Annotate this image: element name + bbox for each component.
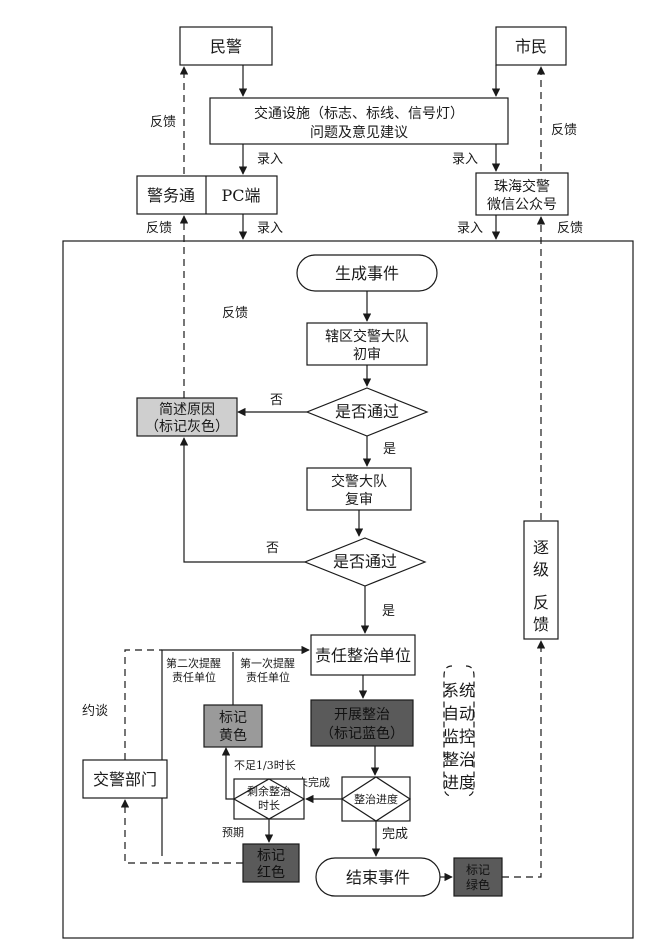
district-review-node: 辖区交警大队 初审 (306, 322, 428, 366)
remaining-label-line2: 时长 (258, 799, 280, 812)
pass-check-2-label: 是否通过 (333, 552, 397, 571)
yellow-mark-node: 标记 黄色 (203, 704, 263, 748)
label-remind1-line2: 责任单位 (246, 670, 290, 684)
reason-label-line2: （标记灰色） (145, 418, 229, 435)
progress-node: 整治进度 (340, 776, 412, 822)
wechat-label-line2: 微信公众号 (487, 197, 557, 213)
pass-check-2-node: 是否通过 (303, 537, 427, 587)
brigade-label-line1: 交警大队 (331, 473, 387, 490)
citizen-box: 市民 (495, 26, 567, 66)
auto-monitor-line2: 自动 (443, 704, 475, 723)
label-no-2: 否 (266, 541, 279, 556)
end-event-node: 结束事件 (315, 857, 441, 897)
responsible-unit-label: 责任整治单位 (315, 646, 411, 665)
traffic-dept-label: 交警部门 (93, 770, 157, 789)
green-to-feedback-dashed-line (502, 640, 546, 878)
progress-label: 整治进度 (354, 792, 398, 806)
label-entry-2: 录入 (452, 152, 478, 167)
label-less-third: 不足1/3时长 (234, 759, 296, 772)
green-label-line2: 绿色 (466, 877, 490, 892)
generate-event-label: 生成事件 (335, 264, 399, 283)
facility-issue-box: 交通设施（标志、标线、信号灯） 问题及意见建议 (209, 97, 509, 145)
feedback-vertical-2a: 反馈 (533, 593, 549, 634)
red-mark-node: 标记 红色 (242, 843, 300, 883)
generate-event-node: 生成事件 (296, 254, 438, 292)
jingwutong-label: 警务通 (147, 186, 195, 205)
label-yes-2: 是 (382, 604, 395, 619)
label-interview: 约谈 (82, 704, 108, 719)
label-entry-3: 录入 (257, 221, 283, 236)
label-entry-1: 录入 (257, 152, 283, 167)
label-overdue: 预期 (222, 826, 244, 839)
pc-label: PC端 (221, 186, 260, 205)
red-label-line2: 红色 (257, 864, 285, 881)
police-label: 民警 (210, 37, 242, 56)
label-feedback-5: 反馈 (222, 306, 248, 321)
label-done: 完成 (382, 827, 408, 842)
rectify-label-line2: （标记蓝色） (320, 725, 404, 742)
label-remind1-line1: 第一次提醒 (240, 656, 295, 670)
auto-monitor-line3: 监控 (443, 727, 475, 746)
label-feedback-1: 反馈 (150, 115, 176, 130)
auto-monitor-line5: 进度 (443, 773, 475, 792)
facility-label-line1: 交通设施（标志、标线、信号灯） (254, 105, 464, 122)
arrow-check2-no (179, 437, 305, 563)
label-feedback-4: 反馈 (557, 221, 583, 236)
jingwutong-pc-box: 警务通 PC端 (136, 175, 278, 215)
arrow-remaining-to-yellow (221, 747, 234, 800)
remaining-time-node: 剩余整治 时长 (232, 778, 306, 820)
reason-node: 简述原因 （标记灰色） (136, 397, 238, 437)
red-to-traffic-dashed-line (120, 799, 243, 864)
label-remind2-line2: 责任单位 (172, 670, 216, 684)
auto-monitor-line1: 系统 (443, 681, 475, 700)
label-no-1: 否 (270, 393, 283, 408)
interview-dashed-line (124, 649, 162, 760)
rectify-node: 开展整治 （标记蓝色） (310, 699, 414, 747)
brigade-label-line2: 复审 (345, 491, 373, 508)
red-label-line1: 标记 (257, 848, 285, 864)
label-yes-1: 是 (383, 442, 396, 457)
label-unfinished: 未完成 (297, 775, 330, 789)
reason-label-line1: 简述原因 (159, 401, 215, 418)
yellow-label-line2: 黄色 (219, 727, 247, 744)
brigade-review-node: 交警大队 复审 (306, 467, 412, 511)
citizen-label: 市民 (515, 37, 547, 56)
end-event-label: 结束事件 (346, 868, 410, 887)
traffic-dept-node: 交警部门 (82, 759, 168, 799)
yellow-label-line1: 标记 (219, 710, 247, 726)
district-label-line1: 辖区交警大队 (325, 328, 409, 345)
label-remind2-line1: 第二次提醒 (166, 656, 221, 670)
green-mark-node: 标记 绿色 (453, 857, 503, 897)
remaining-label-line1: 剩余整治 (247, 784, 291, 798)
feedback-vertical-1a: 逐级 (533, 538, 549, 579)
system-frame (62, 240, 634, 939)
label-entry-4: 录入 (457, 221, 483, 236)
label-feedback-3: 反馈 (146, 221, 172, 236)
district-label-line2: 初审 (353, 346, 381, 363)
police-box: 民警 (179, 26, 273, 66)
rectify-label-line1: 开展整治 (334, 707, 390, 723)
auto-monitor-note: 系统 自动 监控 整治 进度 (443, 665, 475, 797)
green-label-line1: 标记 (466, 863, 490, 877)
wechat-box: 珠海交警 微信公众号 (475, 172, 569, 216)
wechat-label-line1: 珠海交警 (494, 178, 550, 195)
auto-monitor-line4: 整治 (443, 750, 475, 769)
label-feedback-2: 反馈 (551, 123, 577, 138)
pass-check-1-label: 是否通过 (335, 402, 399, 421)
responsible-unit-node: 责任整治单位 (310, 634, 416, 676)
facility-label-line2: 问题及意见建议 (310, 124, 408, 141)
feedback-box: 逐级 反馈 (523, 520, 559, 640)
pass-check-1-node: 是否通过 (305, 387, 429, 437)
